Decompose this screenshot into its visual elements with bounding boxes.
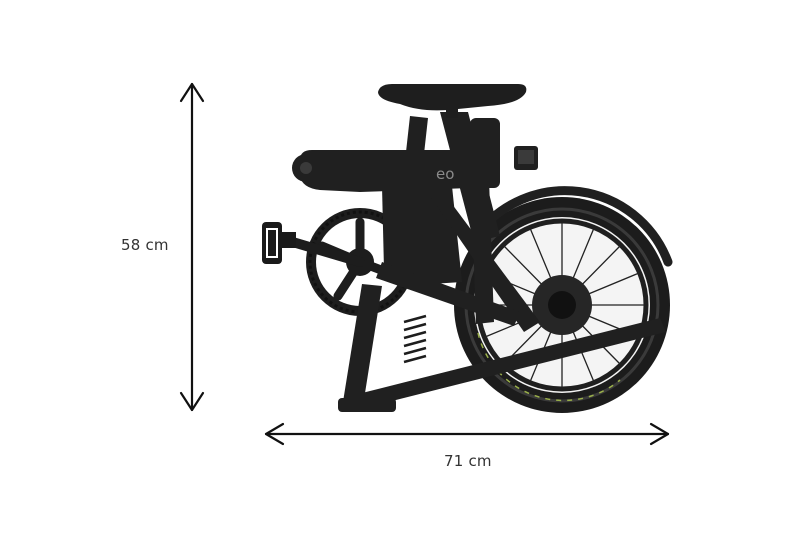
spring-icon <box>403 314 427 364</box>
width-dimension-label: 71 cm <box>444 452 492 470</box>
saddle <box>378 84 527 118</box>
height-dimension-label: 58 cm <box>121 236 169 254</box>
pedal <box>262 222 365 267</box>
main-frame <box>292 112 666 412</box>
folded-bike-illustration: eo <box>262 84 673 413</box>
height-arrow-icon <box>179 82 205 412</box>
width-arrow-icon <box>264 422 670 446</box>
brand-mark: eo <box>436 165 454 183</box>
